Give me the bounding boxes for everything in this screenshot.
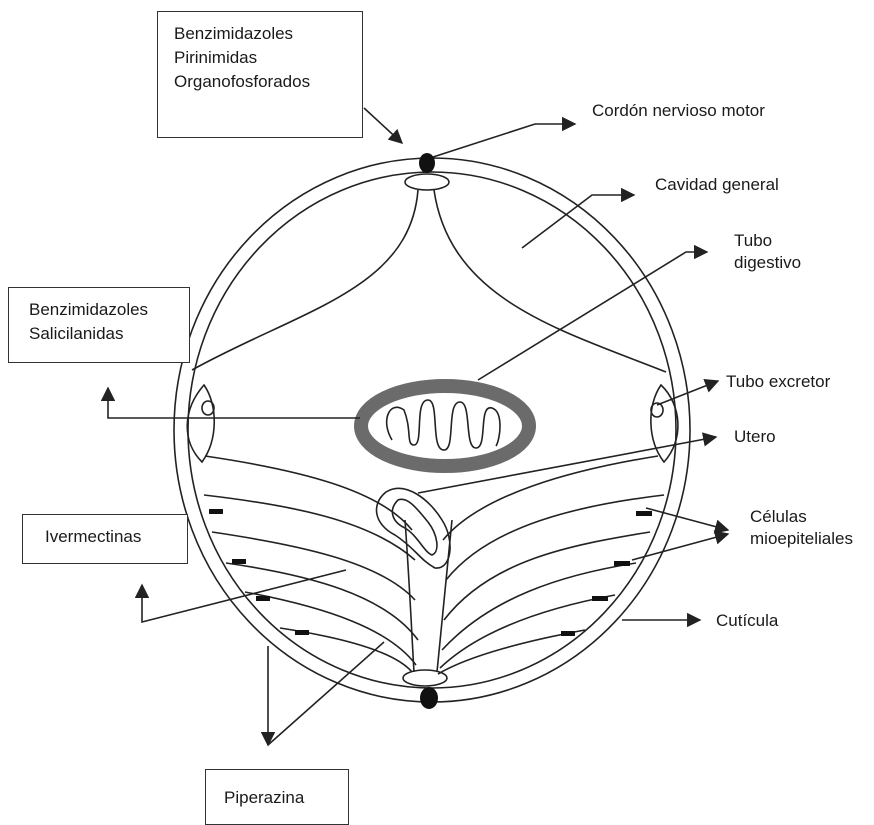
ventral-fiber-right [442, 563, 636, 650]
label-nerve-cord: Cordón nervioso motor [592, 100, 765, 122]
arrow-ivermectin [142, 570, 346, 622]
drug-box-top-line: Organofosforados [174, 70, 362, 94]
label-body-cavity-text: Cavidad general [655, 174, 779, 196]
drug-box-top-line: Pirinimidas [174, 46, 362, 70]
label-cuticle: Cutícula [716, 610, 778, 632]
arrow-top-box [364, 108, 402, 143]
label-cuticle-text: Cutícula [716, 610, 778, 632]
cuticle-inner [188, 172, 676, 688]
nerve-cord-dorsal [419, 153, 435, 173]
arrow-muscle-2 [632, 534, 728, 560]
label-muscle-cells-line: Células [750, 506, 853, 528]
dorsal-curve-left [192, 190, 418, 370]
drug-box-left: Benzimidazoles Salicilanidas [8, 287, 190, 363]
drug-box-piperazine-line: Piperazina [224, 786, 348, 810]
intestine-villi [387, 400, 500, 450]
left-excretory-canal [202, 401, 214, 415]
label-nerve-cord-text: Cordón nervioso motor [592, 100, 765, 122]
drug-box-left-line: Benzimidazoles [29, 298, 189, 322]
ventral-fiber-right [446, 495, 664, 580]
arrow-excretory [657, 381, 718, 405]
label-muscle-cells: Células mioepiteliales [750, 506, 853, 550]
label-uterus-text: Utero [734, 426, 776, 448]
label-digestive-tube-line: digestivo [734, 252, 801, 274]
arrow-nerve-cord [430, 124, 575, 158]
ventral-fiber-right [440, 595, 615, 668]
label-muscle-cells-line: mioepiteliales [750, 528, 853, 550]
drug-box-piperazine: Piperazina [205, 769, 349, 825]
drug-box-top: Benzimidazoles Pirinimidas Organofosfora… [157, 11, 363, 138]
left-lateral-chord [187, 385, 214, 462]
cuticle-outer [174, 158, 690, 702]
ventral-fiber-right [444, 532, 650, 620]
label-digestive-tube: Tubo digestivo [734, 230, 801, 274]
dorsal-chord [405, 174, 449, 190]
arrow-left-box [108, 388, 360, 418]
ventral-fiber-left [205, 456, 412, 530]
label-excretory-tube-text: Tubo excretor [726, 371, 830, 393]
label-uterus: Utero [734, 426, 776, 448]
drug-box-left-line: Salicilanidas [29, 322, 189, 346]
drug-box-top-line: Benzimidazoles [174, 22, 362, 46]
uterus-inner [392, 499, 437, 555]
label-digestive-tube-line: Tubo [734, 230, 801, 252]
right-excretory-canal [651, 403, 663, 417]
label-excretory-tube: Tubo excretor [726, 371, 830, 393]
drug-box-ivermectin-line: Ivermectinas [45, 525, 187, 549]
uterus-outer [376, 488, 450, 568]
label-body-cavity: Cavidad general [655, 174, 779, 196]
nerve-cord-ventral [420, 687, 438, 709]
ventral-fiber-left [245, 592, 416, 665]
arrow-digestive [478, 252, 707, 380]
drug-box-ivermectin: Ivermectinas [22, 514, 188, 564]
